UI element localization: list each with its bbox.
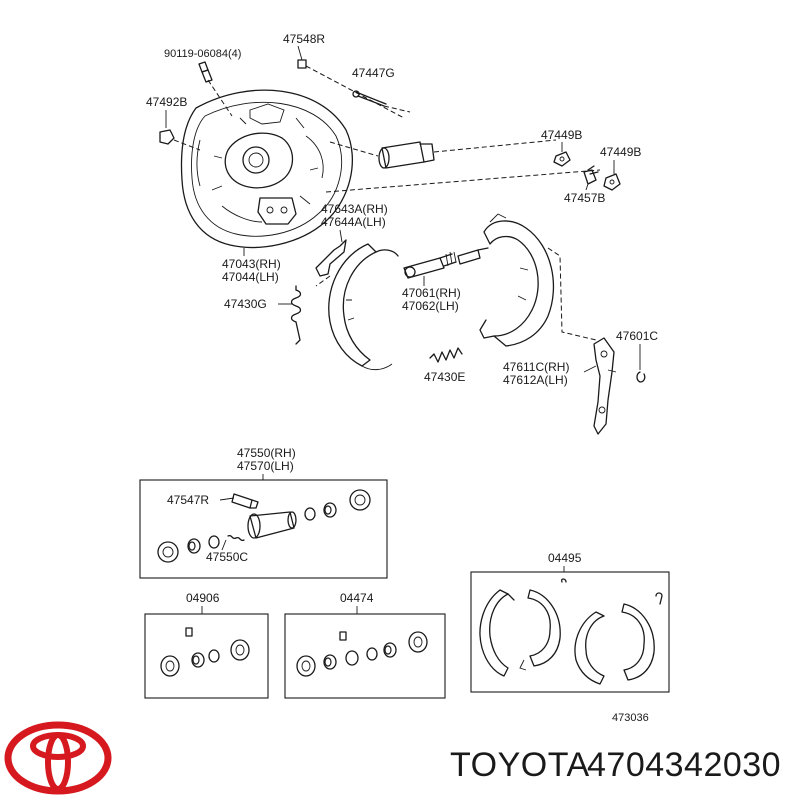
label-47492B: 47492B (146, 95, 187, 109)
bleeder-plug-47457B (583, 165, 599, 185)
spring-47430E (429, 347, 463, 363)
plug-47548R (297, 59, 405, 119)
label-47457B: 47457B (564, 191, 605, 205)
spring-47430G (290, 285, 302, 345)
label-47644A-lh: 47644A(LH) (321, 215, 386, 229)
logo-vertical-ellipse (45, 732, 71, 792)
label-47447G: 47447G (352, 66, 395, 80)
label-47548R: 47548R (283, 32, 325, 46)
label-47611C-rh: 47611C(RH) (503, 360, 569, 374)
wheel-cylinder-parts (157, 489, 371, 563)
wheel-cylinder-top (325, 139, 601, 193)
label-47550-rh: 47550(RH) (237, 446, 296, 460)
bolt-90119-06084 (198, 61, 233, 117)
diagram-number: 473036 (612, 712, 649, 724)
parking-lever-47611C (593, 337, 617, 435)
brake-shoe-kit-box (470, 571, 670, 693)
label-47643A-rh: 47643A(RH) (321, 202, 388, 216)
logo-horizontal-ellipse (30, 732, 86, 760)
cylinder-kit-04474-parts (296, 631, 428, 677)
label-47430G: 47430G (224, 297, 267, 311)
cylinder-kit-04906-parts (160, 627, 250, 677)
brake-shoe-left (328, 243, 399, 371)
nut-47492B (159, 129, 201, 151)
clip-47601C (636, 371, 646, 383)
pin-47447G (352, 90, 411, 113)
label-04495: 04495 (548, 551, 582, 565)
lever-47643A (315, 239, 347, 287)
label-47601C: 47601C (616, 329, 658, 343)
label-47449B-b: 47449B (600, 145, 641, 159)
label-47449B-a: 47449B (541, 128, 582, 142)
bleeder-cap-47449B-b (603, 173, 621, 191)
label-47044-lh: 47044(LH) (222, 270, 279, 284)
label-47061-rh: 47061(RH) (402, 286, 461, 300)
part-number: 4704342030 (587, 746, 781, 784)
toyota-logo (4, 721, 112, 795)
brake-shoe-right (479, 213, 597, 347)
brand-name: TOYOTA (450, 746, 590, 784)
label-47430E: 47430E (424, 370, 465, 384)
label-47547R: 47547R (167, 493, 209, 507)
wheel-cylinder-box (139, 479, 388, 579)
label-04906: 04906 (186, 591, 220, 605)
label-47612A-lh: 47612A(LH) (503, 373, 568, 387)
brake-shoe-kit-parts (479, 578, 663, 685)
label-90119-06084: 90119-06084(4) (164, 48, 241, 60)
cylinder-kit-04906-box (144, 613, 269, 699)
label-47550C: 47550C (206, 550, 248, 564)
label-47062-lh: 47062(LH) (402, 299, 459, 313)
adjuster-47061 (403, 247, 489, 279)
label-47043-rh: 47043(RH) (222, 257, 281, 271)
label-04474: 04474 (340, 591, 374, 605)
bleeder-cap-47449B-a (553, 151, 571, 167)
label-47570-lh: 47570(LH) (237, 459, 294, 473)
cylinder-kit-04474-box (284, 613, 446, 699)
backing-plate (180, 89, 353, 249)
